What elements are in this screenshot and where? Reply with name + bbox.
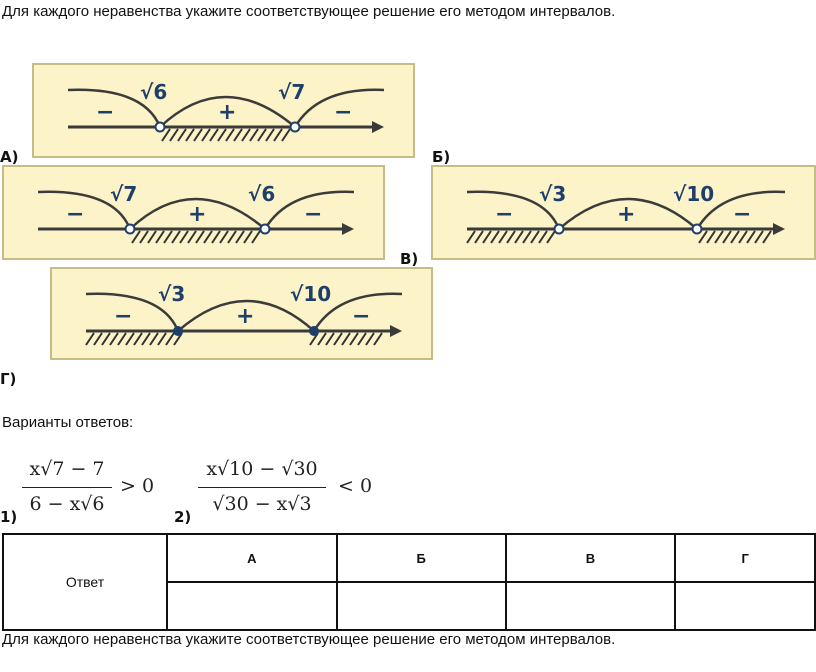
panel-label-v: В) — [400, 250, 419, 268]
panel-label-a: А) — [0, 148, 19, 166]
sign-label: + — [218, 100, 236, 125]
interval-panel-g: √3 √10 − + − — [50, 267, 433, 360]
sign-label: + — [617, 202, 635, 227]
sign-label: + — [188, 202, 206, 227]
options-heading: Варианты ответов: — [2, 414, 134, 431]
sign-label: − — [495, 202, 513, 227]
root-label: √6 — [140, 80, 167, 104]
sign-label: − — [733, 202, 751, 227]
fraction-bar — [198, 487, 326, 488]
answer-table: Ответ А Б В Г — [2, 533, 816, 631]
option-2-denominator: √30 − x√3 — [212, 493, 312, 515]
option-1-number: 1) — [0, 508, 18, 526]
fraction-bar — [22, 487, 112, 488]
sign-label: − — [66, 202, 84, 227]
root-label: √3 — [539, 182, 566, 206]
answer-row-label: Ответ — [2, 533, 168, 631]
instruction-text: Для каждого неравенства укажите соответс… — [2, 3, 616, 20]
sign-label: − — [352, 304, 370, 329]
root-label: √10 — [673, 182, 714, 206]
root-label: √10 — [290, 282, 331, 306]
option-1-denominator: 6 − x√6 — [29, 493, 105, 515]
root-label: √7 — [278, 80, 305, 104]
option-1-relation: > 0 — [120, 475, 155, 497]
answer-header-b: Б — [335, 533, 507, 583]
option-2-number: 2) — [174, 508, 192, 526]
option-2-relation: < 0 — [338, 475, 373, 497]
interval-panel-b: √3 √10 − + − — [431, 165, 816, 260]
sign-label: − — [96, 100, 114, 125]
answer-cell-b[interactable] — [335, 581, 507, 631]
sign-label: − — [304, 202, 322, 227]
root-label: √6 — [248, 182, 275, 206]
sign-label: + — [236, 304, 254, 329]
footer-text: Для каждого неравенства укажите соответс… — [2, 631, 616, 648]
answer-header-a: А — [166, 533, 338, 583]
panel-label-b: Б) — [432, 148, 451, 166]
sign-label: − — [334, 100, 352, 125]
answer-header-g: Г — [674, 533, 816, 583]
answer-cell-g[interactable] — [674, 581, 816, 631]
root-label: √3 — [158, 282, 185, 306]
answer-header-v: В — [504, 533, 677, 583]
answer-cell-a[interactable] — [166, 581, 338, 631]
answer-cell-v[interactable] — [504, 581, 677, 631]
option-2-numerator: x√10 − √30 — [206, 458, 318, 480]
sign-label: − — [114, 304, 132, 329]
option-1-numerator: x√7 − 7 — [29, 458, 105, 480]
interval-panel-a: √6 √7 − + − — [32, 63, 415, 158]
interval-panel-v: √7 √6 − + − — [2, 165, 385, 260]
panel-label-g: Г) — [0, 370, 17, 388]
root-label: √7 — [110, 182, 137, 206]
